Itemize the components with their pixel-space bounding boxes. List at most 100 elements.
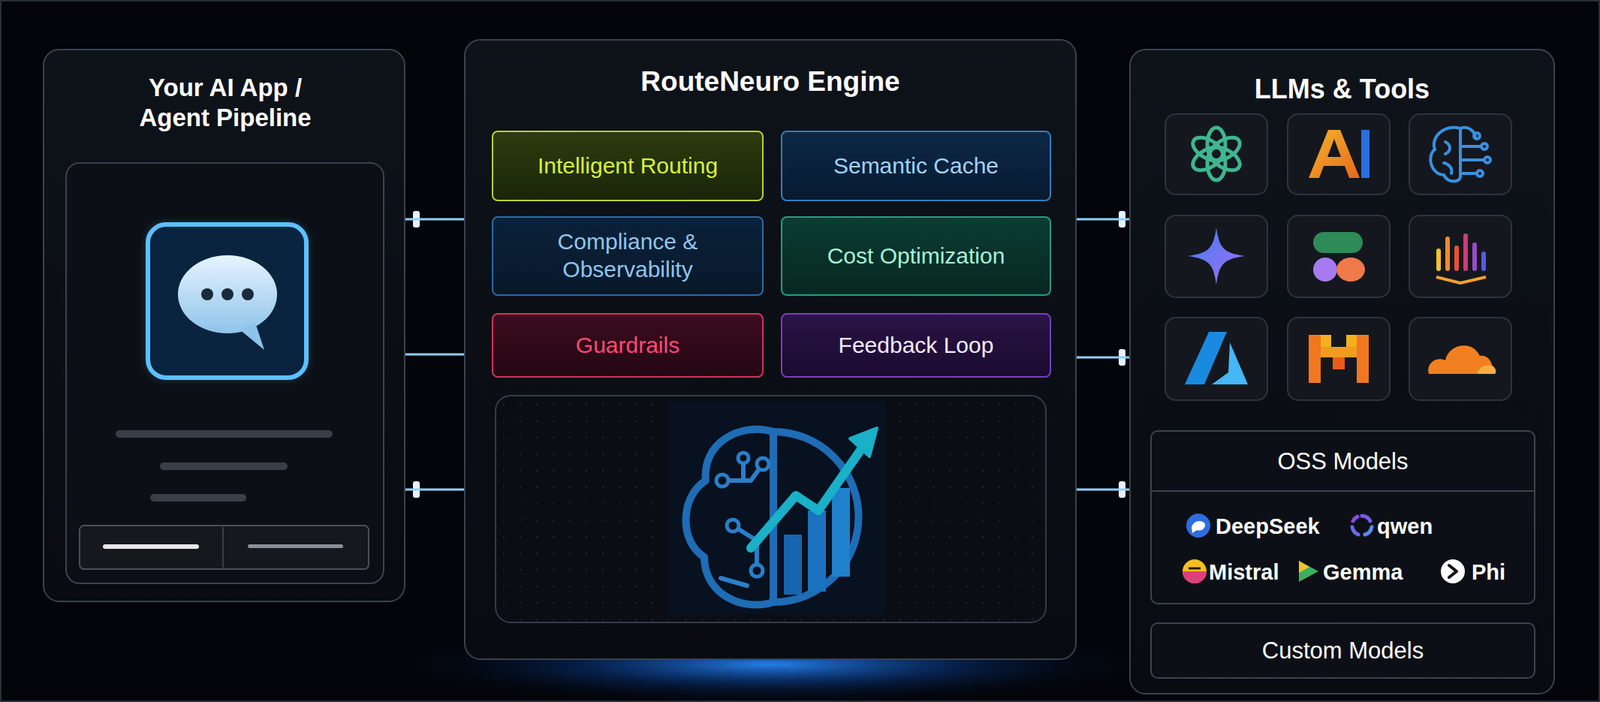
- provider-tiles: [1165, 114, 1512, 401]
- brain-logo: [1481, 143, 1488, 150]
- placeholder-lines: [115, 430, 333, 502]
- chat-icon: [147, 224, 307, 378]
- gemma-icon: [1298, 560, 1319, 582]
- qwen-icon: [1352, 527, 1359, 535]
- bars-logo: [1481, 251, 1486, 272]
- brain-chart-logo: [756, 458, 769, 471]
- provider-tiles: [1287, 114, 1390, 195]
- connector-line: [405, 354, 465, 356]
- brain-chart-logo: [773, 431, 859, 603]
- brain-chart-logo: [750, 564, 763, 577]
- mistral-logo: [1356, 334, 1369, 383]
- azure-logo: [1211, 342, 1248, 385]
- mistral-logo: [1320, 346, 1357, 358]
- feature-label: Feedback Loop: [829, 331, 1004, 360]
- openai-logo: [1205, 142, 1244, 175]
- brain-chart-logo: [726, 519, 739, 532]
- oss-divider: [1151, 490, 1535, 492]
- logo-panel: [668, 400, 886, 615]
- chat-icon: [147, 224, 307, 378]
- provider-tiles: [1165, 215, 1268, 298]
- deepseek-icon: [1186, 513, 1211, 538]
- bars-logo: [1454, 245, 1459, 272]
- mistral-icon: [1182, 559, 1207, 584]
- brain-logo: [1443, 141, 1453, 174]
- chat-icon: [221, 288, 234, 301]
- panel-title: Your AI App / Agent Pipeline: [123, 72, 327, 134]
- connector-tabs: [412, 210, 420, 228]
- connector-core: [1076, 218, 1130, 221]
- deepseek-icon: [1186, 513, 1211, 538]
- providers-panel: LLMs & ToolsOSS ModelsDeepSeekqwenMistra…: [1129, 48, 1555, 695]
- feature-label: Semantic Cache: [824, 152, 1008, 181]
- gemini-logo: [1187, 227, 1245, 285]
- connector-glow: [1076, 354, 1130, 361]
- placeholder-lines: [150, 494, 247, 502]
- connector-glow: [405, 486, 465, 493]
- connector-glow: [405, 216, 465, 223]
- provider-tiles: [1287, 317, 1390, 401]
- cohere-logo: [1313, 232, 1363, 254]
- brain-logo: [1460, 127, 1485, 174]
- feature-label: Compliance & Observability: [493, 228, 763, 284]
- cloudflare-logo: [1476, 364, 1496, 374]
- azure-logo: [1184, 331, 1248, 385]
- feature-label: Guardrails: [566, 331, 689, 360]
- logo-panel: [495, 395, 1046, 623]
- bars-logo: [1436, 233, 1486, 284]
- connector-glow: [405, 351, 465, 358]
- bars-logo: [1436, 248, 1441, 272]
- mistral-logo: [1308, 334, 1369, 383]
- cloudflare-logo: [1428, 345, 1496, 374]
- brain-chart-logo: [807, 510, 826, 592]
- deepseek-icon: [1191, 521, 1206, 534]
- input-bar: [102, 544, 199, 549]
- mistral-logo: [1308, 334, 1321, 383]
- logo-panel: [497, 397, 1045, 621]
- openai-logo: [1207, 127, 1226, 161]
- feature-box: Cost Optimization: [780, 216, 1052, 296]
- openai-logo: [1207, 147, 1226, 181]
- chat-icon: [241, 288, 254, 301]
- connector-tabs: [1118, 481, 1126, 498]
- brain-logo: [1473, 132, 1480, 139]
- chat-icon: [147, 224, 307, 378]
- feature-box: Guardrails: [491, 313, 764, 378]
- input-bar: [247, 544, 344, 549]
- model-name: qwen: [1377, 513, 1433, 540]
- feature-box: Intelligent Routing: [491, 130, 764, 202]
- mistral-icon: [1182, 559, 1207, 584]
- brain-chart-logo: [750, 445, 864, 549]
- engine-panel: RouteNeuro EngineIntelligent RoutingSema…: [464, 39, 1077, 660]
- connector-line: [405, 219, 465, 220]
- connector-core: [405, 218, 465, 221]
- placeholder-lines: [115, 430, 333, 438]
- connector-glow: [1076, 216, 1130, 223]
- mistral-logo: [1320, 334, 1332, 347]
- provider-tiles: [1409, 317, 1512, 401]
- bars-logo: [1463, 233, 1468, 272]
- feature-label: Intelligent Routing: [528, 152, 727, 181]
- phi-icon: [1440, 559, 1465, 584]
- anthropic-logo: [1308, 129, 1360, 178]
- model-name: Phi: [1471, 559, 1506, 586]
- qwen-icon: [1352, 516, 1358, 522]
- openai-logo: [1189, 127, 1245, 181]
- model-name: Gemma: [1322, 559, 1403, 586]
- cohere-logo: [1336, 257, 1365, 282]
- brain-chart-logo: [783, 534, 802, 595]
- connector-tabs: [1118, 349, 1126, 366]
- bars-logo: [1472, 242, 1477, 272]
- app-panel: Your AI App / Agent Pipeline: [42, 48, 406, 603]
- openai-logo: [1189, 132, 1227, 166]
- app-screen: [66, 162, 384, 584]
- anthropic-logo: [1308, 129, 1370, 178]
- cloudflare-logo: [1428, 345, 1493, 374]
- feature-box: Feedback Loop: [780, 313, 1052, 378]
- azure-logo: [1184, 331, 1227, 385]
- provider-tiles: [1165, 114, 1268, 195]
- oss-divider: [1151, 491, 1535, 492]
